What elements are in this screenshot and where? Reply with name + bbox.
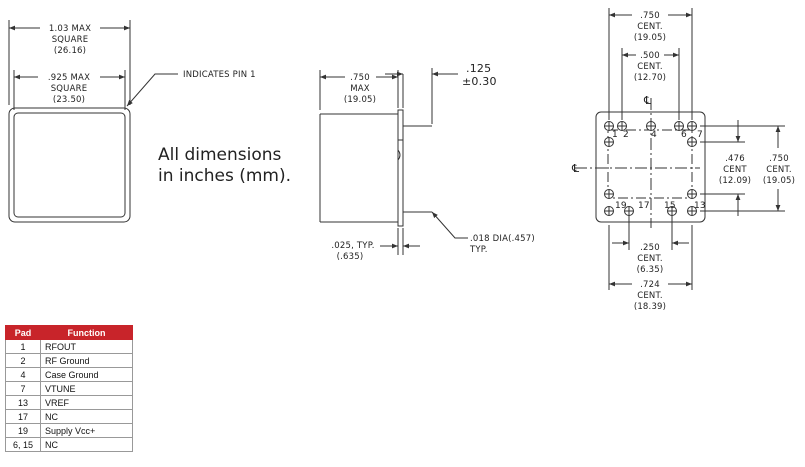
centerline-symbol-v: ℄: [643, 94, 651, 107]
pad-cell: 6, 15: [5, 437, 41, 452]
flange-dim-line2: (.635): [337, 252, 364, 262]
function-column-header: Function: [40, 325, 133, 340]
pin-label-1: 1: [612, 130, 618, 140]
pin-pad-cross: [624, 206, 634, 216]
pin-label-4: 4: [651, 130, 657, 140]
units-note-line1: All dimensions: [158, 145, 282, 165]
function-cell: NC: [40, 409, 133, 424]
pin-label-17: 17: [638, 201, 650, 211]
bv-476-line1: .476: [725, 154, 745, 164]
bv-750-line1: .750: [640, 11, 660, 21]
function-cell: VREF: [40, 395, 133, 410]
pin-pad-cross: [687, 189, 697, 199]
pin-label-7: 7: [697, 130, 703, 140]
bv-724-line2: CENT.: [637, 291, 663, 301]
pad-cell: 1: [5, 339, 41, 354]
height-dim-line2: MAX: [350, 84, 370, 94]
pin-pad-cross: [604, 137, 614, 147]
bottom-view-package: [575, 8, 785, 290]
pad-cell: 4: [5, 367, 41, 382]
inner-size-line1: .925 MAX: [48, 73, 90, 83]
pin-length-line1: .125: [466, 62, 491, 75]
pin-pad-cross: [617, 121, 627, 131]
pin-pad-cross: [674, 121, 684, 131]
height-dim-line3: (19.05): [344, 95, 376, 105]
bv-500-line2: CENT.: [637, 62, 663, 72]
table-header-row: Pad Function: [5, 325, 133, 340]
pin-label-6: 6: [681, 130, 687, 140]
function-cell: RFOUT: [40, 339, 133, 354]
pad-cell: 19: [5, 423, 41, 438]
pin-label-2: 2: [623, 130, 629, 140]
outer-size-line2: SQUARE: [52, 35, 89, 45]
inner-size-line3: (23.50): [53, 95, 85, 105]
pin-pads: [604, 121, 697, 216]
pin-pad-cross: [604, 121, 614, 131]
pad-cell: 2: [5, 353, 41, 368]
top-view-package: [8, 20, 178, 223]
height-dim-line1: .750: [350, 73, 370, 83]
pin-dia-line2: TYP.: [469, 245, 488, 255]
bv-476-line2: CENT: [723, 165, 747, 175]
bv-500-line1: .500: [640, 51, 660, 61]
pin-pad-cross: [687, 206, 697, 216]
side-view-package: [319, 68, 468, 255]
pin-label-15: 15: [664, 201, 676, 211]
pad-cell: 17: [5, 409, 41, 424]
pin-pad-cross: [604, 206, 614, 216]
pin1-note: INDICATES PIN 1: [183, 70, 256, 80]
pin-pad-cross: [604, 189, 614, 199]
function-cell: VTUNE: [40, 381, 133, 396]
pin-label-13: 13: [694, 201, 706, 211]
outer-size-line3: (26.16): [54, 46, 86, 56]
bv-250-line1: .250: [640, 243, 660, 253]
bv-750-line2: CENT.: [637, 22, 663, 32]
function-cell: Supply Vcc+: [40, 423, 133, 438]
bv-v750-line2: CENT.: [766, 165, 792, 175]
pad-column-header: Pad: [5, 325, 41, 340]
pin-pad-cross: [687, 137, 697, 147]
bv-750-line3: (19.05): [634, 33, 666, 43]
function-cell: RF Ground: [40, 353, 133, 368]
bv-v750-line3: (19.05): [763, 176, 795, 186]
inner-size-line2: SQUARE: [51, 84, 88, 94]
pin-pad-cross: [646, 121, 656, 131]
pin-dia-line1: .018 DIA(.457): [470, 234, 535, 244]
bv-v750-line1: .750: [769, 154, 789, 164]
pin-pad-cross: [667, 206, 677, 216]
bv-476-line3: (12.09): [719, 176, 751, 186]
bv-250-line3: (6.35): [637, 265, 664, 275]
function-cell: Case Ground: [40, 367, 133, 382]
bv-724-line1: .724: [640, 280, 660, 290]
outer-size-line1: 1.03 MAX: [49, 24, 91, 34]
pin-label-19: 19: [615, 201, 627, 211]
bv-500-line3: (12.70): [634, 73, 666, 83]
pad-cell: 13: [5, 395, 41, 410]
pin-pad-cross: [687, 121, 697, 131]
pin-length-line2: ±0.30: [462, 75, 497, 88]
centerline-symbol-h: ℄: [571, 162, 579, 175]
bv-250-line2: CENT.: [637, 254, 663, 264]
units-note-line2: in inches (mm).: [158, 166, 291, 186]
flange-dim-line1: .025, TYP.: [331, 241, 374, 251]
function-cell: NC: [40, 437, 133, 452]
pad-cell: 7: [5, 381, 41, 396]
bv-724-line3: (18.39): [634, 302, 666, 312]
